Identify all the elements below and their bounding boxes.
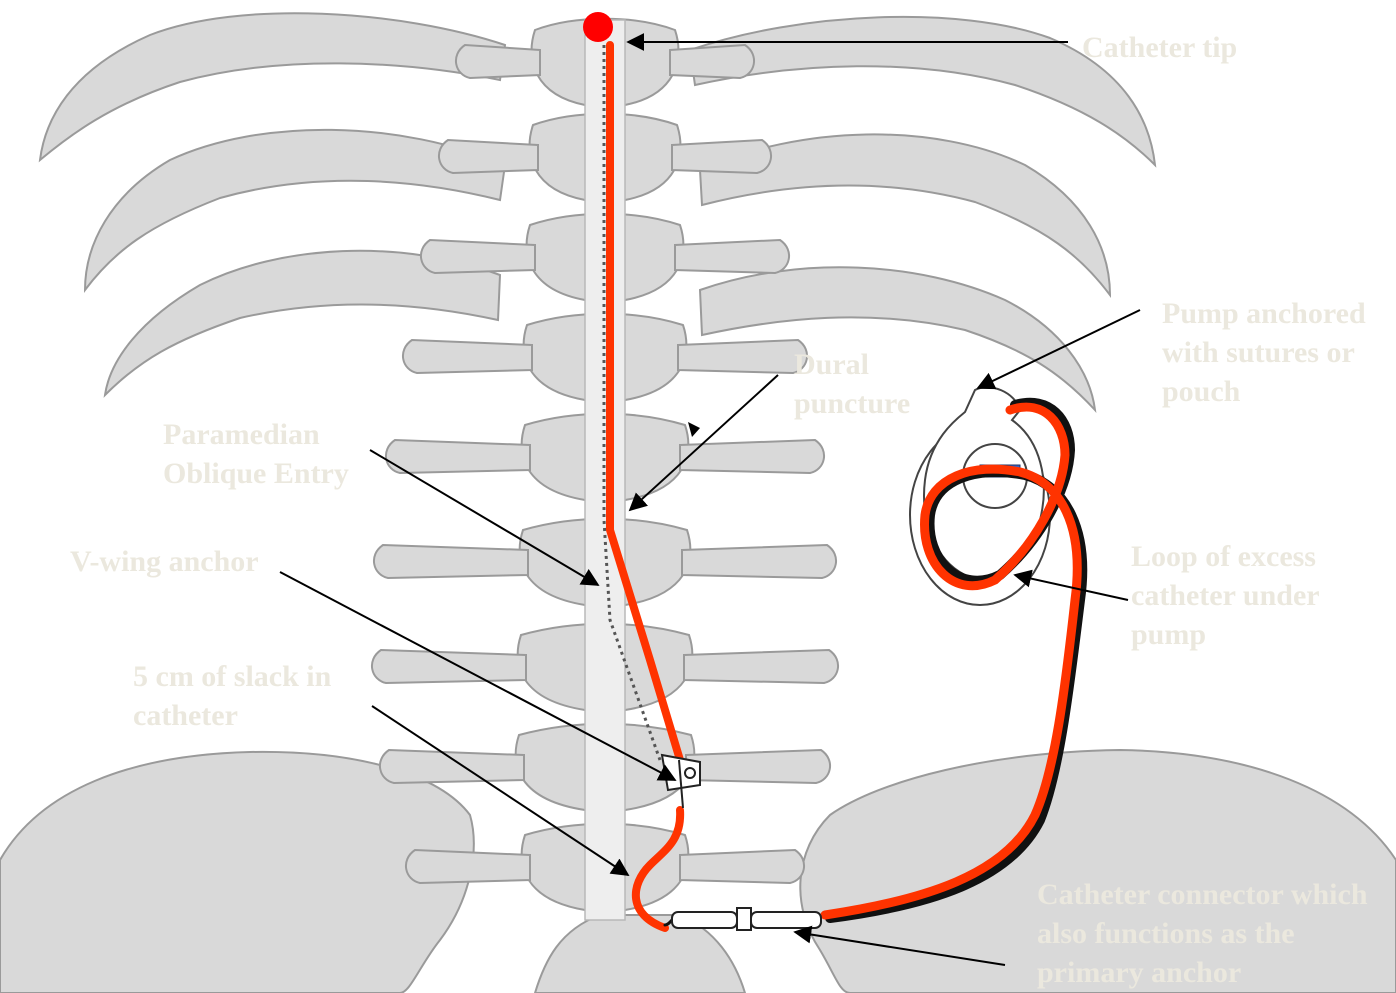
- transverse-process-right: [670, 45, 754, 78]
- transverse-process-left: [380, 750, 524, 783]
- transverse-process-right: [680, 850, 804, 883]
- v-wing-anchor: [662, 755, 700, 808]
- label-v-wing-anchor: V-wing anchor: [70, 542, 259, 581]
- label-loop-excess-line: catheter under: [1131, 576, 1320, 615]
- label-loop-excess-line: Loop of excess: [1131, 537, 1320, 576]
- transverse-process-right: [684, 650, 838, 683]
- label-connector-line: also functions as the: [1037, 914, 1368, 953]
- transverse-process-right: [678, 340, 807, 373]
- spinal-canal: [585, 20, 625, 920]
- label-catheter-tip: Catheter tip: [1082, 28, 1237, 67]
- transverse-process-left: [406, 850, 530, 883]
- left-ribs: [40, 13, 505, 395]
- label-pump-anchored-line: pouch: [1162, 372, 1366, 411]
- transverse-process-right: [682, 545, 836, 578]
- label-dural-puncture-line: puncture: [794, 384, 910, 423]
- label-catheter-tip-line: Catheter tip: [1082, 28, 1237, 67]
- label-slack-line: catheter: [133, 696, 331, 735]
- transverse-process-left: [386, 440, 530, 473]
- transverse-process-left: [372, 650, 526, 683]
- transverse-process-left: [421, 240, 535, 273]
- label-loop-excess-line: pump: [1131, 615, 1320, 654]
- label-slack-line: 5 cm of slack in: [133, 657, 331, 696]
- label-pump-anchored-line: Pump anchored: [1162, 294, 1366, 333]
- transverse-process-right: [672, 140, 771, 173]
- label-connector-line: primary anchor: [1037, 953, 1368, 992]
- left-iliac-wing: [0, 752, 474, 993]
- label-paramedian-entry-line: Oblique Entry: [163, 454, 349, 493]
- label-pump-anchored-line: with sutures or: [1162, 333, 1366, 372]
- label-v-wing-anchor-line: V-wing anchor: [70, 542, 259, 581]
- catheter-connector: [672, 908, 821, 930]
- transverse-process-left: [439, 140, 538, 173]
- label-paramedian-entry-line: Paramedian: [163, 415, 349, 454]
- small-arrowhead: [688, 422, 700, 437]
- transverse-process-right: [675, 240, 789, 273]
- transverse-process-left: [403, 340, 532, 373]
- label-connector-line: Catheter connector which: [1037, 875, 1368, 914]
- transverse-process-right: [686, 750, 830, 783]
- transverse-process-left: [456, 45, 540, 78]
- transverse-process-left: [374, 545, 528, 578]
- label-dural-puncture-line: Dural: [794, 345, 910, 384]
- catheter-tip-marker: [583, 12, 613, 42]
